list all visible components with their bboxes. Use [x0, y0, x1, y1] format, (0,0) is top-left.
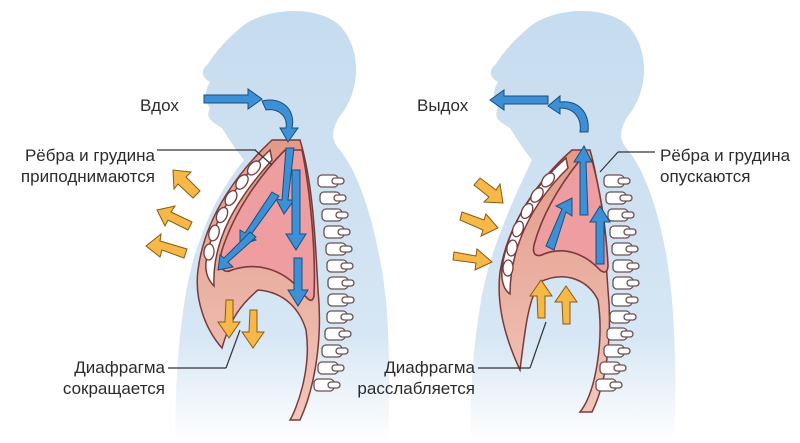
- diaphragm-contracts-label: Диафрагма сокращается: [20, 357, 165, 399]
- ribs-rise-label-line1: Рёбра и грудина: [24, 146, 155, 165]
- spine-exhale: [595, 174, 640, 392]
- diaphragm-relaxes-label: Диафрагма расслабляется: [330, 357, 475, 399]
- lung-inhale: [219, 149, 316, 302]
- leader-lines: [157, 149, 655, 369]
- inhale-figure: [145, 11, 390, 443]
- blue-arrow-icon: [203, 88, 309, 307]
- diaphragm-relaxes-label-line1: Диафрагма: [384, 358, 475, 377]
- diaphragm-relaxes-label-line2: расслабляется: [357, 379, 475, 398]
- ribs-rise-label: Рёбра и грудина приподнимаются: [0, 145, 155, 187]
- rib-ovals-inhale: [203, 160, 262, 261]
- diaphragm-contracts-label-line1: Диафрагма: [74, 358, 165, 377]
- blue-arrow-icon-exhale: [489, 89, 611, 265]
- ribs-lower-label: Рёбра и грудина опускаются: [660, 145, 798, 187]
- exhale-figure: [452, 11, 676, 443]
- ribs-lower-label-line1: Рёбра и грудина: [660, 146, 791, 165]
- orange-arrow-icon-exhale: [452, 177, 578, 325]
- inhale-label: Вдох: [140, 96, 179, 115]
- ribs-rise-label-line2: приподнимаются: [20, 167, 155, 186]
- spine-inhale: [313, 174, 355, 392]
- ribs-lower-label-line2: опускаются: [660, 167, 751, 186]
- diaphragm-contracts-label-line2: сокращается: [62, 379, 165, 398]
- orange-arrow-icon: [145, 169, 265, 349]
- exhale-label: Выдох: [417, 96, 469, 115]
- rib-ovals-exhale: [502, 172, 556, 277]
